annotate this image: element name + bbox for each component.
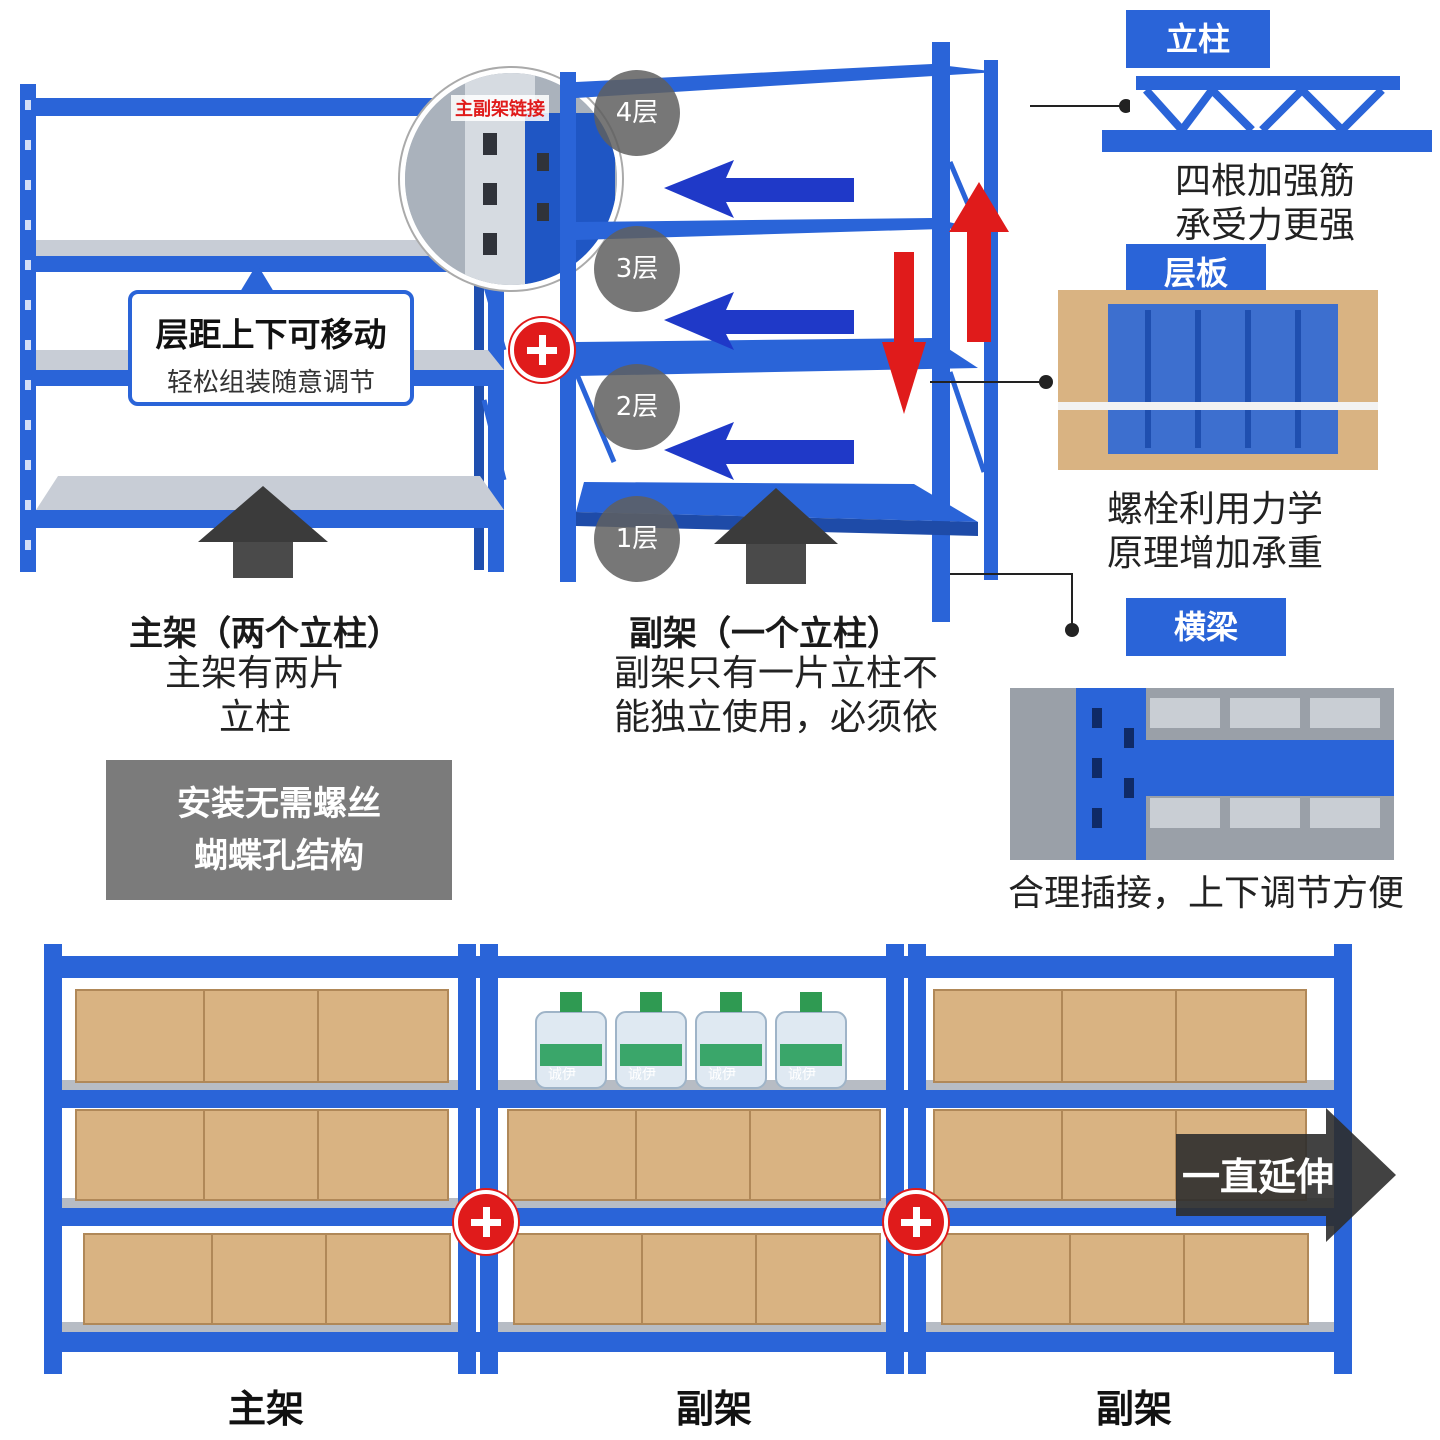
main-rack-caption-line1: 主架有两片 bbox=[164, 653, 345, 694]
layer-label-4: 4层 bbox=[594, 70, 680, 156]
install-feature-box: 安装无需螺丝 蝴蝶孔结构 bbox=[106, 760, 452, 900]
water-bottles-icon bbox=[535, 992, 847, 1089]
layer-label-2: 2层 bbox=[594, 364, 680, 450]
bottle-brand-3: 诚伊 bbox=[708, 1067, 736, 1083]
main-rack-caption-title: 主架（两个立柱） bbox=[129, 614, 401, 654]
upright-frame-icon bbox=[1102, 76, 1432, 152]
layer-label-3: 3层 bbox=[594, 226, 680, 312]
bottom-label-sub-1: 副架 bbox=[676, 1387, 753, 1431]
pointer-lines bbox=[930, 99, 1130, 637]
main-rack-caption-line2: 立柱 bbox=[218, 697, 291, 738]
beam-tag: 横梁 bbox=[1126, 598, 1286, 656]
bottom-label-main: 主架 bbox=[228, 1387, 305, 1431]
plus-connect-icon-bottom-2 bbox=[884, 1190, 948, 1254]
callout-pointer bbox=[240, 264, 274, 292]
callout-subtitle: 轻松组装随意调节 bbox=[166, 368, 375, 398]
upright-desc-line2: 承受力更强 bbox=[1174, 205, 1355, 246]
sub-rack-caption-line2: 能独立使用，必须依 bbox=[613, 697, 938, 738]
extend-arrow: 一直延伸 bbox=[1176, 1108, 1396, 1242]
shelf-panel-icon bbox=[1058, 290, 1378, 470]
link-badge: 主副架链接 bbox=[451, 95, 549, 121]
install-line2: 蝴蝶孔结构 bbox=[194, 836, 364, 876]
callout-title: 层距上下可移动 bbox=[155, 315, 387, 354]
sub-rack-caption-line1: 副架只有一片立柱不 bbox=[613, 653, 938, 694]
install-line1: 安装无需螺丝 bbox=[177, 784, 381, 824]
shelf-desc-line1: 螺栓利用力学 bbox=[1106, 489, 1323, 530]
shelf-desc-line2: 原理增加承重 bbox=[1106, 533, 1323, 574]
bottom-label-sub-2: 副架 bbox=[1096, 1387, 1173, 1431]
extend-text: 一直延伸 bbox=[1182, 1155, 1335, 1199]
bottle-brand-1: 诚伊 bbox=[548, 1067, 576, 1083]
plus-connect-icon bbox=[510, 318, 574, 382]
beam-desc: 合理插接，上下调节方便 bbox=[1007, 873, 1404, 914]
sub-rack-illustration bbox=[560, 42, 1009, 622]
beam-closeup-icon bbox=[1010, 688, 1394, 860]
plus-connect-icon-bottom-1 bbox=[454, 1190, 518, 1254]
upright-tag: 立柱 bbox=[1126, 10, 1270, 68]
right-arrow-icon bbox=[1176, 1108, 1396, 1242]
upright-desc-line1: 四根加强筋 bbox=[1174, 161, 1355, 202]
layer-label-1: 1层 bbox=[594, 496, 680, 582]
bottle-brand-2: 诚伊 bbox=[628, 1067, 656, 1083]
bottle-brand-4: 诚伊 bbox=[788, 1067, 816, 1083]
sub-rack-caption-title: 副架（一个立柱） bbox=[629, 614, 901, 654]
extended-rack-row bbox=[44, 944, 1352, 1374]
layer-adjust-callout: 层距上下可移动 轻松组装随意调节 bbox=[128, 290, 414, 406]
